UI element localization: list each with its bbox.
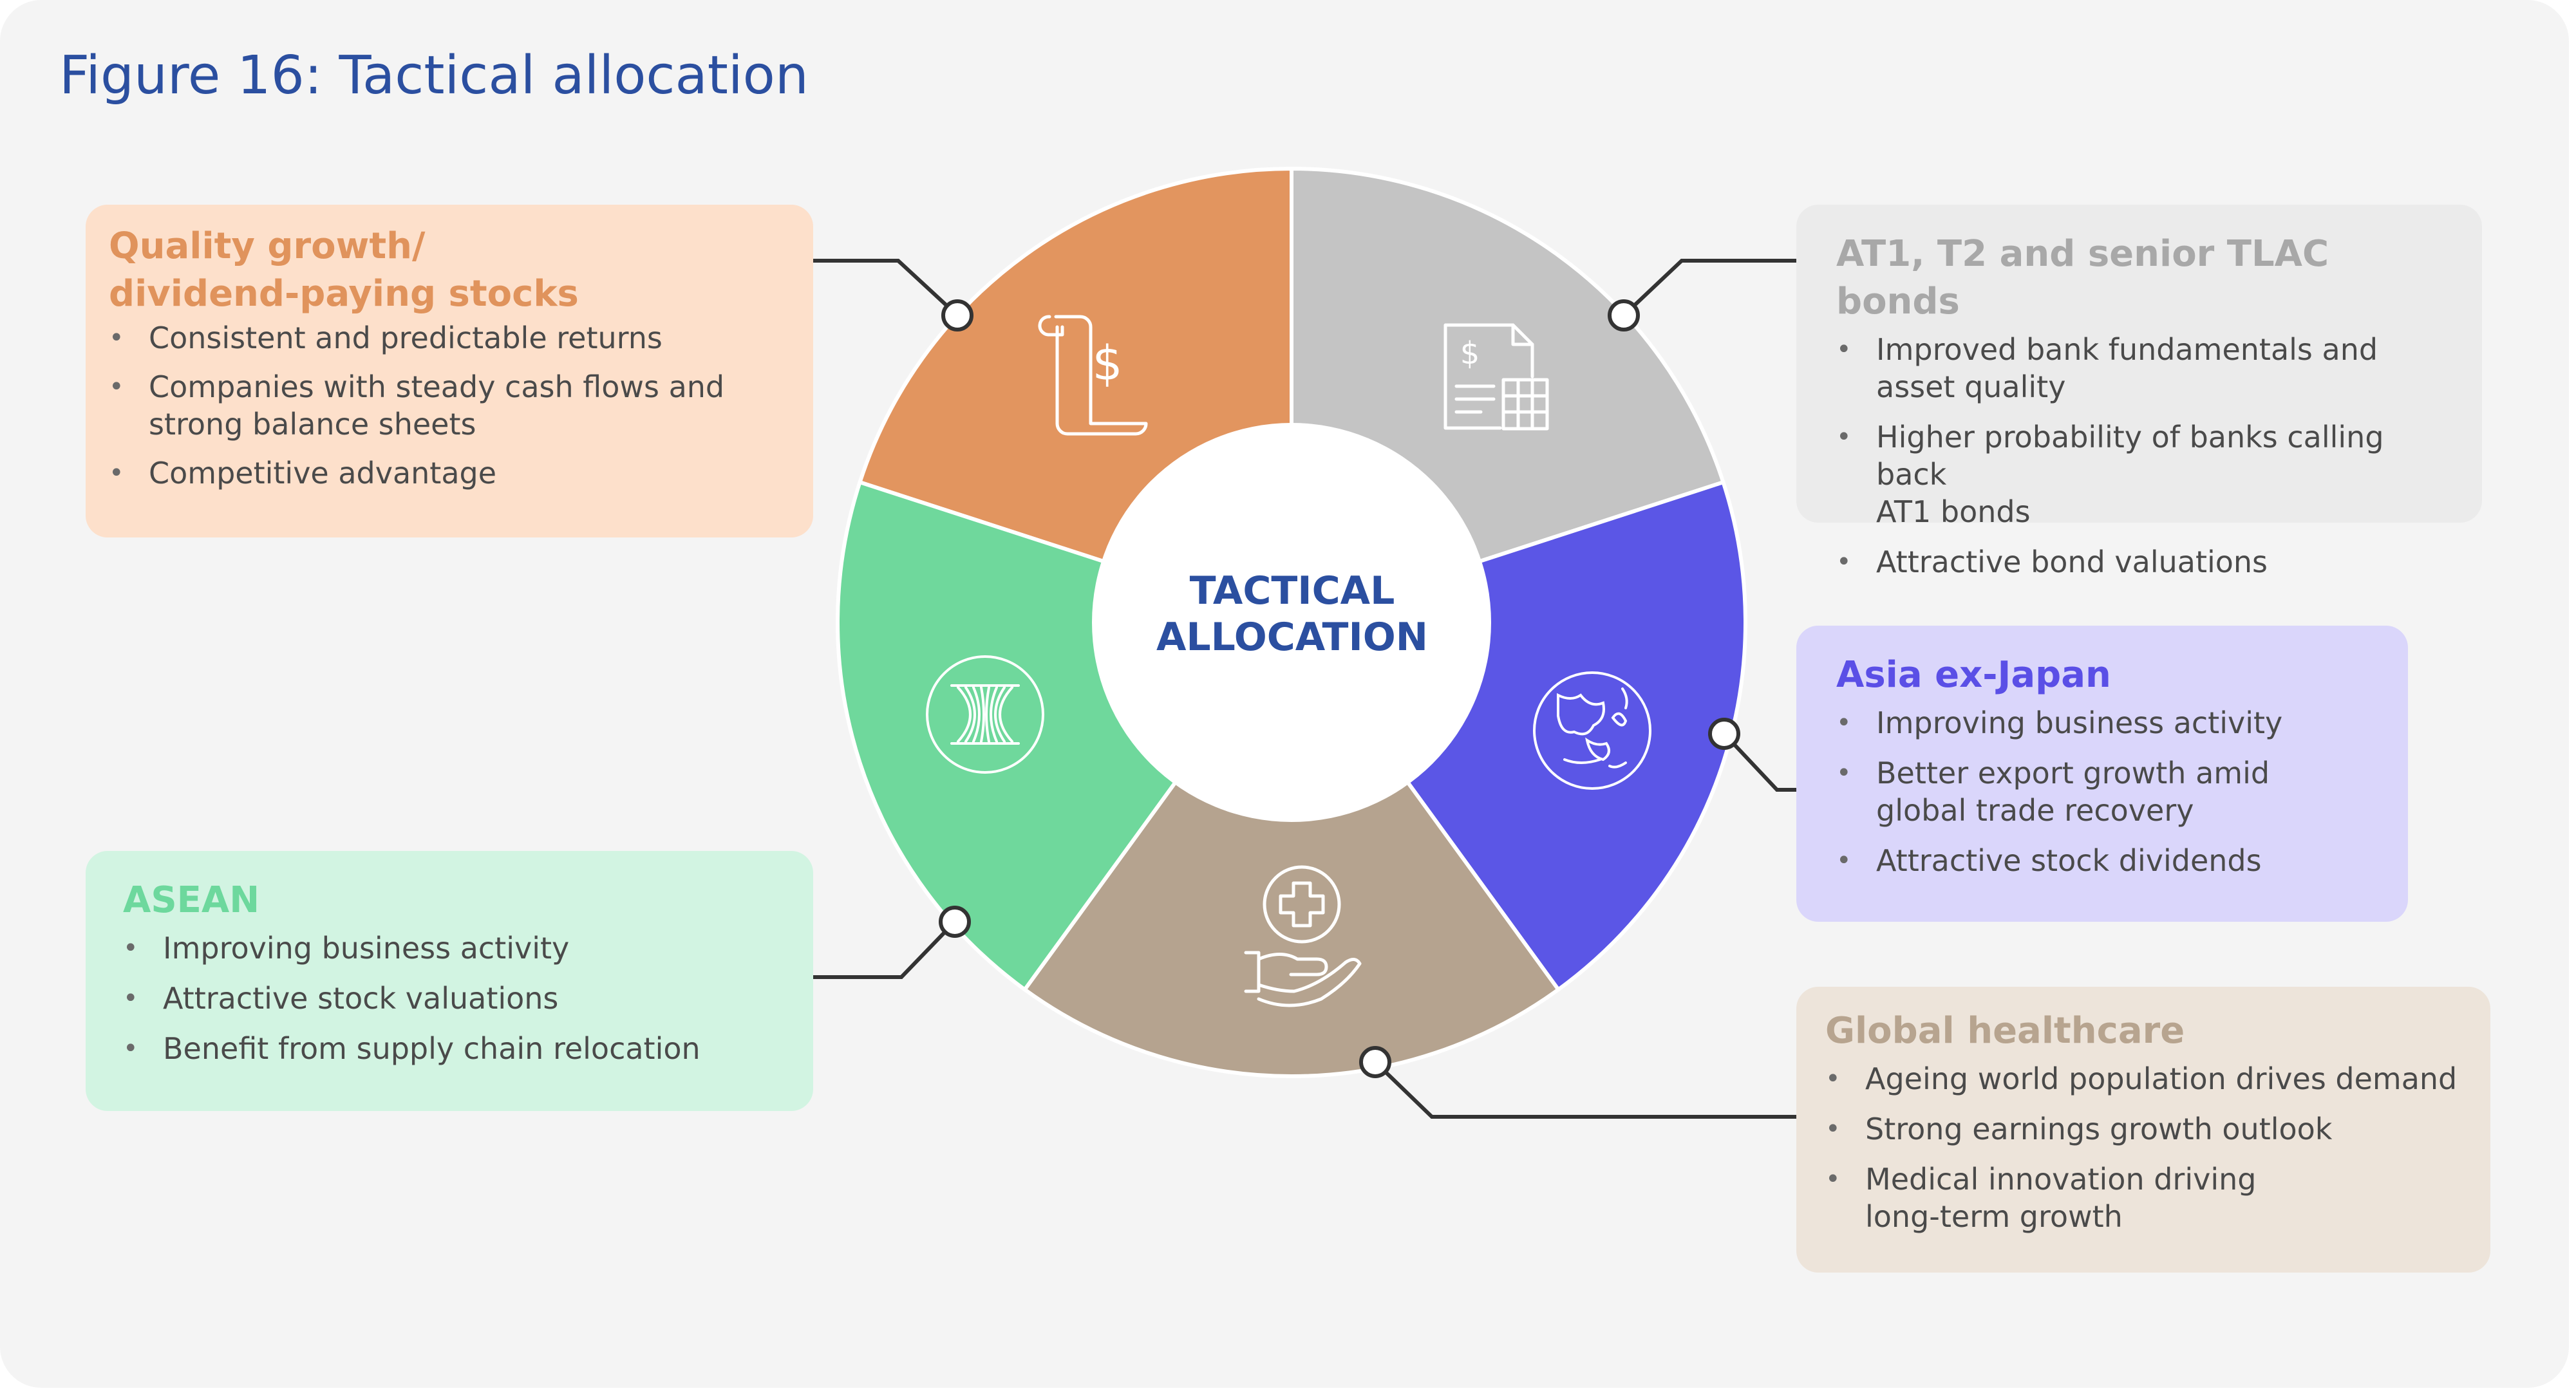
bullet-item: Attractive stock dividends xyxy=(1836,842,2382,879)
connector-dot-health xyxy=(1359,1046,1391,1078)
asean-emblem-icon xyxy=(926,655,1044,774)
bullet-item: Improving business activity xyxy=(1836,704,2382,742)
center-label-line-1: TACTICAL xyxy=(1189,568,1395,613)
asia-ex-japan-box: Asia ex-Japan Improving business activit… xyxy=(1796,626,2408,922)
connector-dot-asia xyxy=(1708,718,1740,750)
connector-dots xyxy=(939,299,1740,1078)
bullet-list: Improving business activity Attractive s… xyxy=(123,929,787,1067)
connector-asia xyxy=(1722,732,1796,792)
connector-quality xyxy=(813,259,959,317)
svg-text:$: $ xyxy=(1460,335,1480,371)
bullet-text: global trade recovery xyxy=(1876,793,2194,828)
box-title: Global healthcare xyxy=(1825,1007,2465,1055)
bullet-list: Improving business activity Better expor… xyxy=(1836,704,2382,879)
bullet-text: Improving business activity xyxy=(163,931,570,966)
bullet-item: Competitive advantage xyxy=(109,454,787,492)
bullet-text: Higher probability of banks calling back xyxy=(1876,420,2384,492)
bullet-text: strong balance sheets xyxy=(149,407,476,442)
bullet-text: AT1 bonds xyxy=(1876,494,2031,529)
bullet-text: Attractive stock valuations xyxy=(163,981,559,1016)
at1-bonds-box: AT1, T2 and senior TLAC bonds Improved b… xyxy=(1796,205,2482,581)
bullet-text: Benefit from supply chain relocation xyxy=(163,1031,700,1066)
bullet-item: Ageing world population drives demand xyxy=(1825,1060,2465,1097)
bullet-item: Companies with steady cash flows andstro… xyxy=(109,368,787,443)
box-title-line: Quality growth/ xyxy=(109,225,426,267)
bullet-item: Strong earnings growth outlook xyxy=(1825,1110,2465,1148)
center-label-line-2: ALLOCATION xyxy=(1156,615,1429,660)
bullet-list: Ageing world population drives demand St… xyxy=(1825,1060,2465,1235)
bullet-text: asset quality xyxy=(1876,369,2066,404)
center-label: TACTICAL ALLOCATION xyxy=(1099,568,1485,660)
bullet-item: Consistent and predictable returns xyxy=(109,319,787,357)
quality-growth-box: Quality growth/ dividend-paying stocks C… xyxy=(86,205,813,537)
bullet-text: Attractive stock dividends xyxy=(1876,843,2262,878)
bullet-item: Attractive stock valuations xyxy=(123,980,787,1017)
box-title-line: ASEAN xyxy=(123,879,260,921)
box-title: AT1, T2 and senior TLAC bonds xyxy=(1836,230,2456,326)
connector-lines xyxy=(813,259,1796,1119)
box-title-line: AT1, T2 and senior TLAC bonds xyxy=(1836,233,2329,322)
global-healthcare-box: Global healthcare Ageing world populatio… xyxy=(1796,987,2490,1273)
connector-asean xyxy=(813,920,957,979)
bullet-text: Attractive bond valuations xyxy=(1876,545,2268,579)
bullet-item: Attractive bond valuations xyxy=(1836,543,2456,581)
wheel-center xyxy=(1092,423,1491,822)
bullet-text: Competitive advantage xyxy=(149,456,497,490)
connector-health xyxy=(1373,1060,1796,1119)
bullet-text: Ageing world population drives demand xyxy=(1865,1061,2458,1096)
figure-title: Figure 16: Tactical allocation xyxy=(59,45,809,106)
bullet-item: Improving business activity xyxy=(123,929,787,967)
box-title: ASEAN xyxy=(123,877,787,924)
box-title-line: Global healthcare xyxy=(1825,1010,2185,1052)
bullet-text: Improved bank fundamentals and xyxy=(1876,332,2378,367)
bullet-text: Companies with steady cash flows and xyxy=(149,369,725,404)
connector-at1 xyxy=(1622,259,1796,317)
box-title-line: Asia ex-Japan xyxy=(1836,654,2111,696)
bullet-item: Higher probability of banks calling back… xyxy=(1836,418,2456,530)
bullet-text: Strong earnings growth outlook xyxy=(1865,1112,2333,1146)
wheel-segment-3 xyxy=(1022,619,1561,1078)
connector-dot-asean xyxy=(939,906,971,938)
bullet-text: Improving business activity xyxy=(1876,705,2283,740)
globe-asia-icon xyxy=(1533,671,1651,790)
bullet-text: Better export growth amid xyxy=(1876,756,2270,790)
asean-box: ASEAN Improving business activity Attrac… xyxy=(86,851,813,1111)
connector-dot-at1 xyxy=(1608,299,1640,331)
bullet-text: Medical innovation driving xyxy=(1865,1162,2257,1197)
box-title: Asia ex-Japan xyxy=(1836,651,2382,699)
connector-dot-quality xyxy=(941,299,973,331)
bullet-text: long-term growth xyxy=(1865,1199,2123,1234)
bullet-item: Benefit from supply chain relocation xyxy=(123,1030,787,1067)
box-title: Quality growth/ dividend-paying stocks xyxy=(109,223,787,318)
bullet-text: Consistent and predictable returns xyxy=(149,321,663,355)
svg-text:$: $ xyxy=(1092,336,1122,391)
bullet-list: Consistent and predictable returns Compa… xyxy=(109,319,787,492)
invoice-calculator-icon: $ xyxy=(1443,323,1549,431)
box-title-line: dividend-paying stocks xyxy=(109,273,579,315)
healthcare-hand-icon xyxy=(1244,865,1362,1007)
scroll-dollar-icon: $ xyxy=(1038,315,1148,436)
